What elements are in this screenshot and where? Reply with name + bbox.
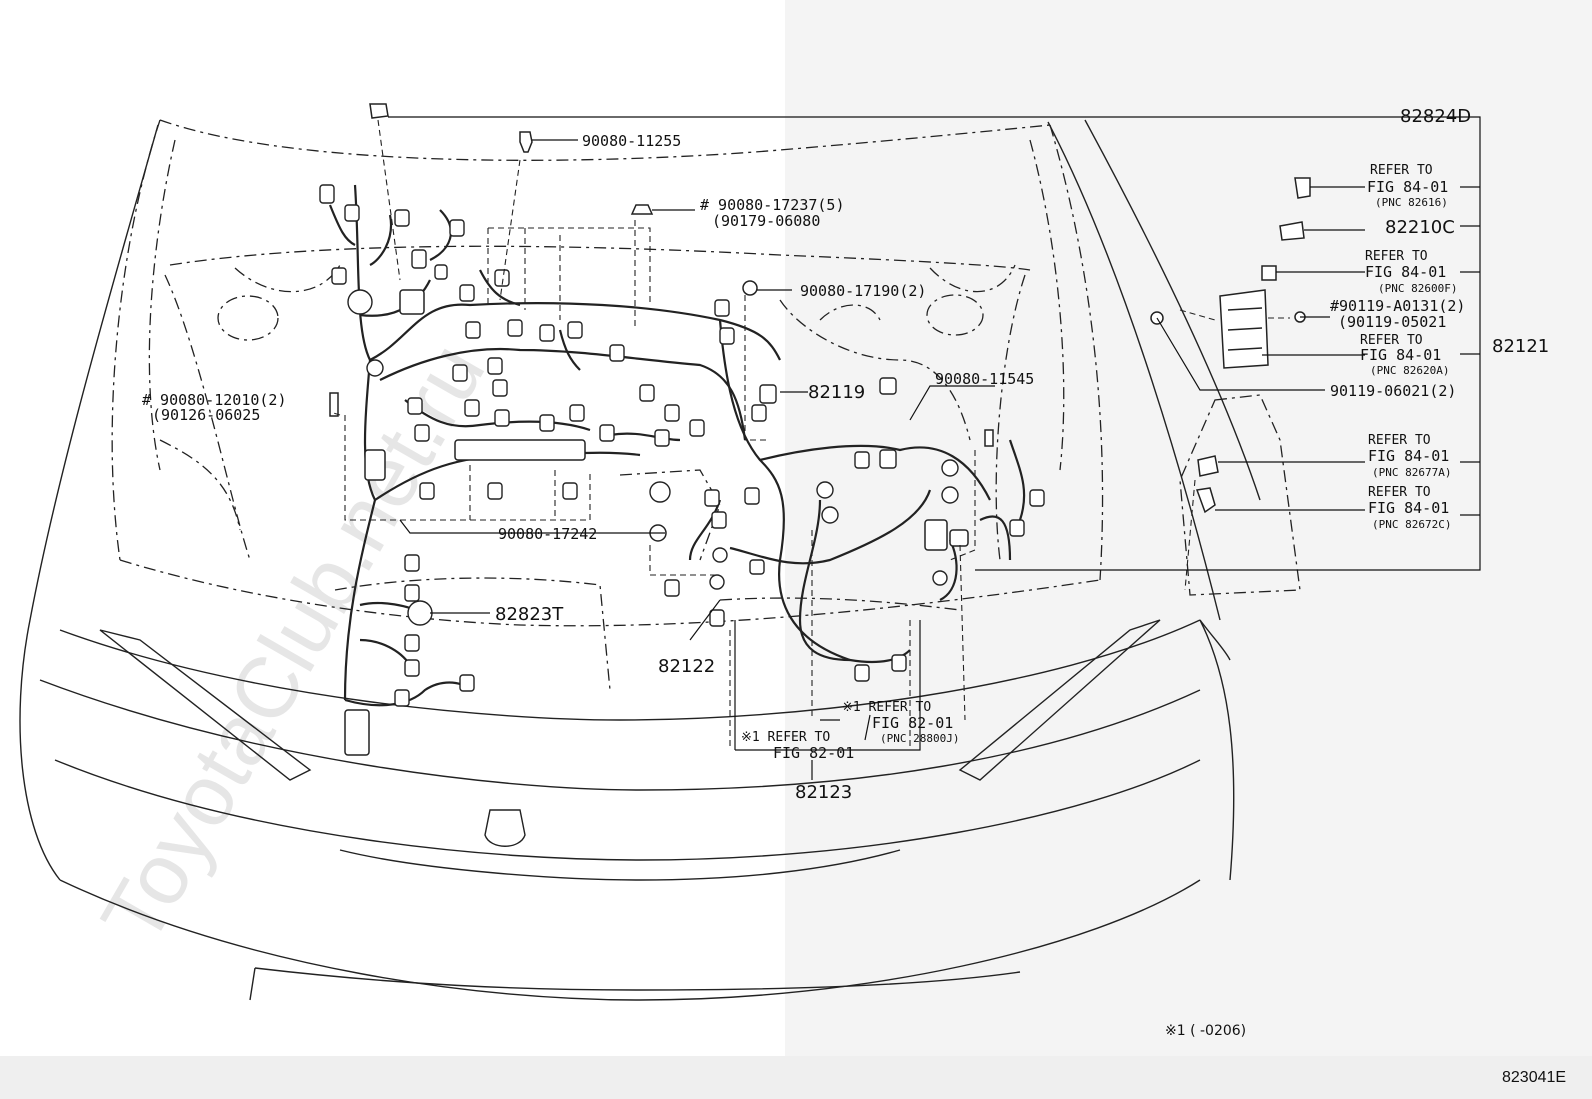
refer-82677A: REFER TO FIG 84-01 (PNC 82677A) [1368,433,1451,479]
refer-82616-line2: FIG 84-01 [1367,178,1448,196]
label-82122: 82122 [658,656,715,677]
label-90179-06080: (90179-06080 [712,212,820,230]
nut-icon [630,204,654,215]
hardware-parts [329,103,1311,542]
connector-icon [1261,265,1277,281]
background-footer [0,1056,1592,1099]
label-82119: 82119 [808,382,865,403]
refer-28800J: ※1 REFER TO FIG 82-01 (PNC 28800J) [842,700,959,745]
refer-82-01-line2: FIG 82-01 [773,744,854,762]
refer-82620A-line3: (PNC 82620A) [1370,364,1449,377]
refer-82616-line1: REFER TO [1370,163,1433,178]
refer-28800J-line2: FIG 82-01 [872,714,953,732]
bolt-icon-2 [329,392,339,417]
bolt-icon-3 [984,429,994,447]
refer-82600F-line2: FIG 84-01 [1365,263,1446,281]
dashed-group-boxes [329,119,1290,750]
refer-82672C-line1: REFER TO [1368,485,1431,500]
refer-82672C: REFER TO FIG 84-01 (PNC 82672C) [1368,485,1451,531]
label-90080-11255: 90080-11255 [582,132,681,150]
bolt-icon [519,131,533,153]
refer-82672C-line3: (PNC 82672C) [1372,518,1451,531]
leader-lines [388,116,1481,780]
figure-id: 823041E [1502,1069,1566,1086]
footnote: ※1 ( -0206) [1165,1023,1246,1039]
refer-notes: REFER TO FIG 84-01 (PNC 82616) REFER TO … [741,163,1457,762]
nut-icon-2 [742,280,758,296]
refer-82620A-line2: FIG 84-01 [1360,346,1441,364]
harness-connectors [319,184,1045,756]
refer-28800J-line3: (PNC 28800J) [880,732,959,745]
label-82121: 82121 [1492,336,1549,357]
relay-icon-3 [1195,487,1216,514]
refer-82-01: ※1 REFER TO FIG 82-01 [741,730,854,762]
refer-28800J-line1: ※1 REFER TO [842,700,931,715]
refer-82600F-line3: (PNC 82600F) [1378,282,1457,295]
label-90080-17242: 90080-17242 [498,525,597,543]
part-labels: 82824D 90080-11255 # 90080-17237(5) (901… [142,106,1549,803]
refer-82600F: REFER TO FIG 84-01 (PNC 82600F) [1365,249,1457,295]
refer-82600F-line1: REFER TO [1365,249,1428,264]
label-82123: 82123 [795,782,852,803]
label-82823T: 82823T [495,604,564,625]
relay-icon [1294,177,1311,199]
label-90119-05021: (90119-05021 [1338,313,1446,331]
refer-82672C-line2: FIG 84-01 [1368,499,1449,517]
label-90080-11545: 90080-11545 [935,370,1034,388]
label-82824D: 82824D [1400,106,1471,127]
clamp-icon [369,103,389,119]
label-90126-06025: (90126-06025 [152,406,260,424]
refer-82616: REFER TO FIG 84-01 (PNC 82616) [1367,163,1448,209]
label-90080-12010: # 90080-12010(2) [142,391,287,409]
refer-82677A-line1: REFER TO [1368,433,1431,448]
label-90080-17237: # 90080-17237(5) [700,196,845,214]
label-90080-17190: 90080-17190(2) [800,282,926,300]
background-right [785,0,1592,1056]
refer-82677A-line2: FIG 84-01 [1368,447,1449,465]
refer-82677A-line3: (PNC 82677A) [1372,466,1451,479]
engine-harness-wires [328,184,1026,707]
module-icon [1279,221,1305,241]
label-90119-06021: 90119-06021(2) [1330,382,1456,400]
refer-82620A: REFER TO FIG 84-01 (PNC 82620A) [1360,333,1449,377]
refer-82-01-line1: ※1 REFER TO [741,730,830,745]
relay-icon-2 [1197,455,1219,477]
refer-82620A-line1: REFER TO [1360,333,1423,348]
label-82210C: 82210C [1385,217,1455,238]
label-90119-A0131: #90119-A0131(2) [1330,297,1465,315]
refer-82616-line3: (PNC 82616) [1375,196,1448,209]
